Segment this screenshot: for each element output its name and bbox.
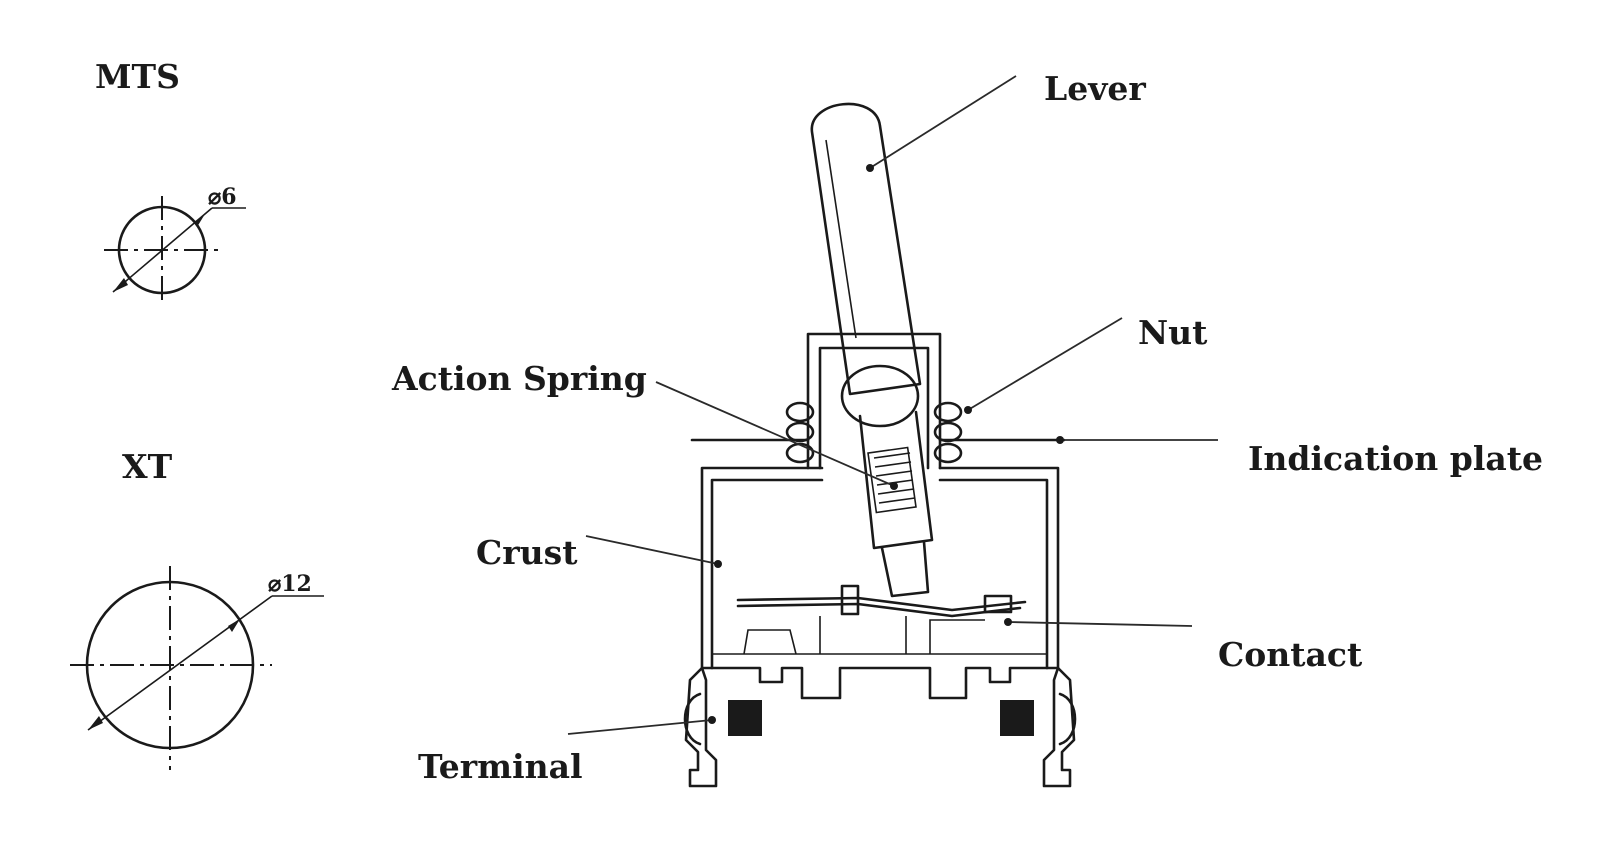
contact-stud-center — [840, 584, 860, 616]
housing-left-outer — [700, 466, 824, 670]
contact-base-right — [929, 619, 985, 654]
leader-contact — [1004, 618, 1193, 627]
xt-arrow-low — [88, 716, 103, 730]
lever-handle — [810, 102, 922, 396]
lever-highlight — [825, 139, 857, 339]
label-contact: Contact — [1218, 635, 1363, 674]
xt-diameter-line — [87, 595, 273, 731]
leader-indication-plate — [1056, 436, 1218, 444]
mts-diameter-symbol: ⌀6 — [104, 184, 246, 304]
leader-terminal — [567, 716, 716, 735]
xt-arrow-high — [228, 619, 240, 632]
plunger-tube — [858, 410, 934, 550]
label-xt: XT — [122, 447, 173, 486]
leader-nut — [964, 317, 1123, 414]
bushing-outer — [806, 332, 942, 470]
contact-blade-lower — [736, 602, 1022, 618]
label-indication-plate: Indication plate — [1248, 439, 1543, 478]
leader-crust — [585, 535, 722, 568]
contact-blade — [736, 596, 1027, 612]
xt-diameter-text: ⌀12 — [268, 571, 312, 597]
switch-drawing — [683, 102, 1077, 788]
contact-rivet — [983, 594, 1013, 614]
action-spring-coil — [867, 446, 917, 514]
leader-lever — [866, 75, 1017, 172]
terminal-right — [1000, 666, 1077, 788]
housing-right-inner — [938, 478, 1049, 670]
bushing-inner — [818, 346, 930, 470]
label-action-spring: Action Spring — [391, 359, 647, 398]
mts-diameter-text: ⌀6 — [208, 184, 237, 210]
label-terminal: Terminal — [418, 747, 583, 786]
lever-pivot — [840, 364, 920, 428]
label-nut: Nut — [1138, 313, 1208, 352]
housing-base — [700, 666, 1060, 700]
terminal-left — [683, 666, 762, 788]
label-mts: MTS — [95, 57, 180, 96]
mts-arrow-low — [113, 278, 128, 292]
leader-action-spring — [655, 381, 898, 490]
label-lever: Lever — [1044, 69, 1146, 108]
label-crust: Crust — [476, 533, 578, 572]
housing-left-inner — [710, 478, 824, 670]
contact-base-left — [743, 629, 797, 655]
housing-right-outer — [938, 466, 1060, 670]
mts-arrow-high — [194, 214, 205, 227]
plunger-tip — [880, 540, 930, 598]
xt-diameter-symbol: ⌀12 — [70, 566, 324, 770]
